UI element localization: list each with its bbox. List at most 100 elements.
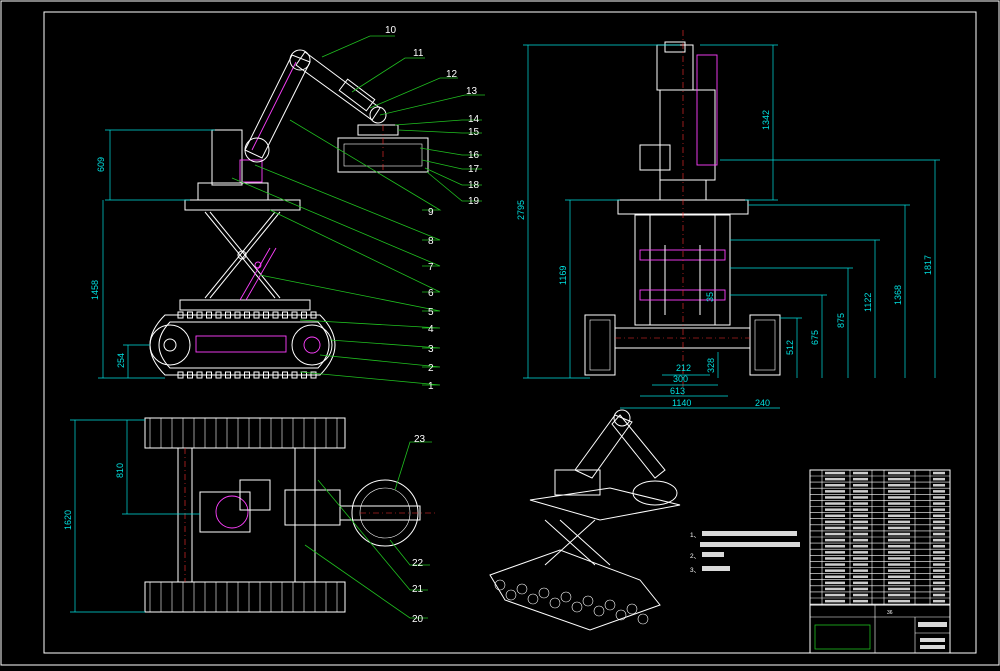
dim-875: 875 xyxy=(836,313,846,328)
note-1-text-block-2 xyxy=(700,542,800,547)
bom-cell xyxy=(853,581,868,585)
balloon-8: 8 xyxy=(428,236,434,247)
bom-cell xyxy=(853,514,868,517)
bom-cell xyxy=(933,514,945,517)
bom-cell xyxy=(825,514,845,517)
bom-cell xyxy=(888,563,910,566)
bom-cell xyxy=(825,502,845,505)
bom-cell xyxy=(853,563,868,566)
side-drive-wheel xyxy=(149,324,191,366)
bom-cell xyxy=(853,490,868,493)
balloon-21: 21 xyxy=(412,584,424,595)
bom-cell xyxy=(888,526,910,530)
bom-cell xyxy=(933,484,945,487)
bom-cell xyxy=(888,551,910,554)
bom-cell xyxy=(825,477,845,481)
title-sheet-no: 36 xyxy=(887,610,893,616)
bom-cell xyxy=(933,508,945,511)
top-track-upper xyxy=(144,417,346,449)
track-link xyxy=(196,371,203,379)
track-link xyxy=(310,371,317,379)
balloon-4: 4 xyxy=(428,324,434,335)
side-track-outline xyxy=(149,314,336,376)
side-leaders xyxy=(231,35,485,386)
dim-328: 328 xyxy=(706,358,716,373)
bom-cell xyxy=(853,569,868,572)
iso-track-link xyxy=(593,605,605,617)
bom-cell xyxy=(853,484,868,487)
track-link xyxy=(234,371,241,379)
track-link xyxy=(244,371,250,379)
track-link xyxy=(187,311,193,319)
note-2: 2、 xyxy=(690,553,700,560)
technical-notes: 1、 2、 3、 xyxy=(690,531,800,574)
side-drive-hub xyxy=(163,338,177,352)
side-idler-hub xyxy=(303,336,321,354)
inner-frame xyxy=(43,11,977,654)
track-link xyxy=(225,311,231,319)
dim-1169: 1169 xyxy=(558,266,568,285)
note-1-text-block xyxy=(702,531,797,536)
bom-cell xyxy=(825,545,845,548)
bom-cell xyxy=(825,581,845,585)
bom-cell xyxy=(888,575,910,578)
bom-cell xyxy=(853,508,868,511)
lower-platform xyxy=(179,299,311,311)
track-link xyxy=(215,311,222,319)
balloon-23: 23 xyxy=(414,434,426,445)
dim-1458: 1458 xyxy=(90,280,100,300)
title-school xyxy=(920,645,945,649)
bom-cell xyxy=(888,532,910,536)
balloon-22: 22 xyxy=(412,558,424,569)
bom-cell xyxy=(853,593,868,597)
bom-cell xyxy=(853,496,868,499)
top-view: 1620 810 23 22 21 20 xyxy=(63,417,435,625)
bom-cell xyxy=(933,496,945,499)
bom-cell xyxy=(825,557,845,560)
front-lift-frame xyxy=(634,214,731,326)
balloon-18: 18 xyxy=(468,180,480,191)
iso-track-link xyxy=(527,593,539,605)
balloon-9: 9 xyxy=(428,207,434,218)
side-dimensions: 609 1458 254 xyxy=(90,129,215,379)
dim-300: 300 xyxy=(673,374,688,384)
iso-track-link xyxy=(582,595,594,607)
front-view: 2795 1342 1817 1368 1122 875 675 512 xyxy=(516,30,940,409)
title-box xyxy=(809,604,951,654)
bom-cell xyxy=(853,520,868,524)
bom-cell xyxy=(825,575,845,578)
iso-track-body xyxy=(489,549,661,631)
balloon-11: 11 xyxy=(413,48,424,59)
bom-cell xyxy=(888,599,910,603)
iso-track-link xyxy=(560,591,572,603)
track-link xyxy=(310,311,317,319)
balloon-6: 6 xyxy=(428,288,434,299)
bom-cell xyxy=(888,496,910,499)
dim-35: 35 xyxy=(705,292,715,302)
dim-1122: 1122 xyxy=(863,293,873,312)
iso-track-link xyxy=(637,613,649,625)
shoulder-joint xyxy=(244,137,270,163)
note-3: 3、 xyxy=(690,567,700,574)
bom-cell xyxy=(853,538,868,542)
bom-cell xyxy=(888,587,910,591)
bom-cell xyxy=(933,599,945,603)
track-link xyxy=(291,311,298,319)
track-link xyxy=(215,371,222,379)
dim-1817: 1817 xyxy=(923,255,933,275)
base-motor xyxy=(239,159,263,183)
bom-cell xyxy=(825,569,845,572)
track-link xyxy=(196,311,203,319)
bom-cell xyxy=(825,587,845,591)
top-forearm xyxy=(339,505,421,521)
balloon-12: 12 xyxy=(446,69,458,80)
balloon-3: 3 xyxy=(428,344,434,355)
iso-forearm xyxy=(611,414,666,479)
track-link xyxy=(263,311,269,319)
bom-cell xyxy=(853,599,868,603)
track-link xyxy=(206,371,212,379)
bom-cell xyxy=(933,538,945,542)
bom-cell xyxy=(853,477,868,481)
iso-track-link xyxy=(615,609,627,621)
bom-cell xyxy=(825,471,845,475)
